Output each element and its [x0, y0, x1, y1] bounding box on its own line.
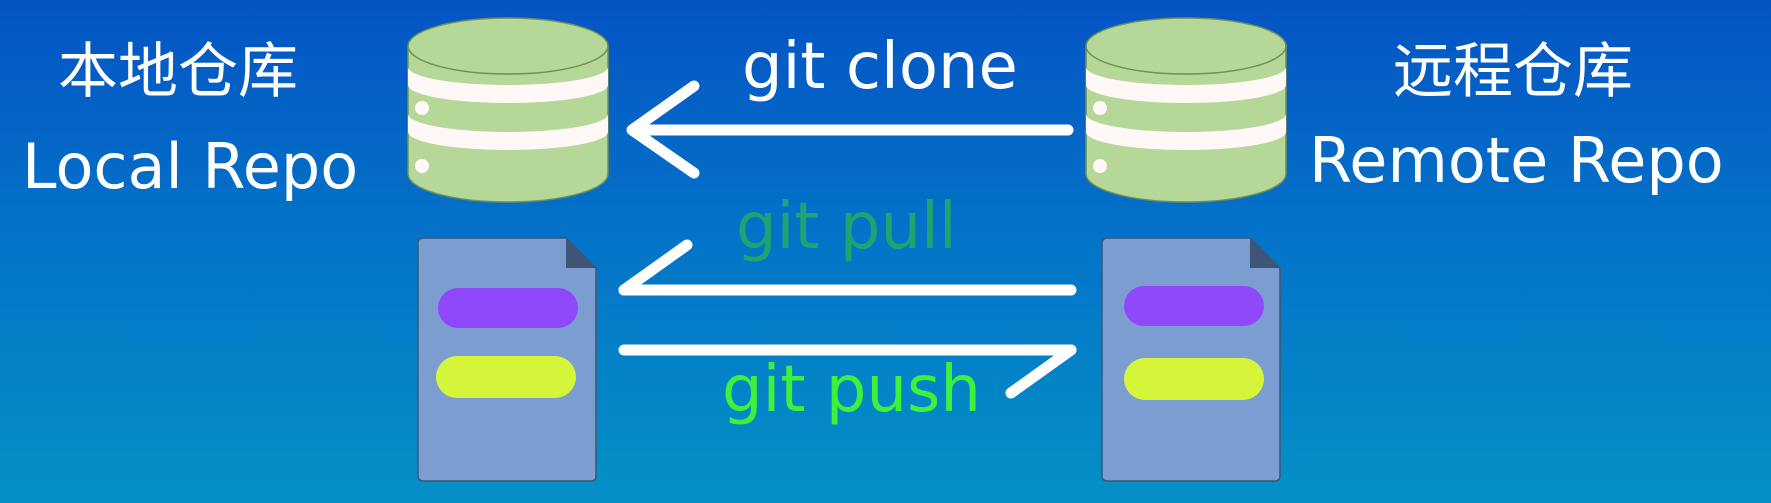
remote-document-purple-bar — [1124, 286, 1264, 326]
remote-document-lime-bar — [1124, 358, 1264, 400]
local-repo-title-cn: 本地仓库 — [58, 37, 298, 107]
push-arrow-right-icon — [618, 344, 1077, 399]
local-database-icon — [407, 17, 609, 203]
clone-arrow-left-icon — [626, 80, 1074, 179]
local-document-purple-bar — [438, 288, 578, 328]
remote-database-icon — [1085, 17, 1287, 203]
git-pull-label: git pull — [736, 190, 957, 264]
git-push-label: git push — [722, 353, 981, 427]
git-clone-label: git clone — [742, 30, 1018, 104]
local-document-lime-bar — [436, 356, 576, 398]
pull-arrow-left-icon — [618, 239, 1077, 296]
remote-repo-title-cn: 远程仓库 — [1393, 37, 1633, 107]
local-repo-title-en: Local Repo — [22, 130, 359, 203]
remote-repo-title-en: Remote Repo — [1309, 124, 1724, 197]
local-document-icon — [417, 237, 597, 482]
remote-document-icon — [1101, 237, 1281, 482]
